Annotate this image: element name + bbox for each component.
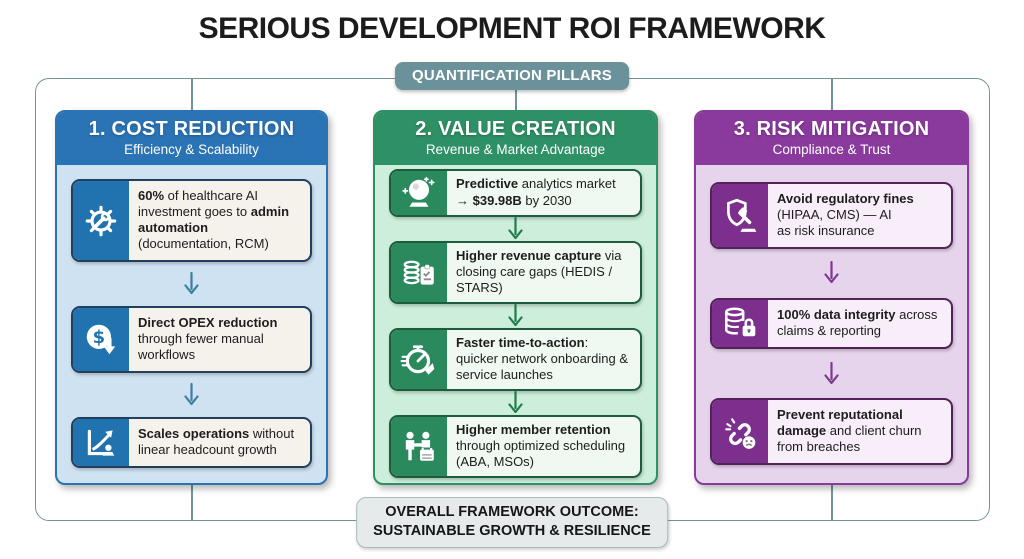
card-text: Predictive analytics market → $39.98B by… bbox=[456, 176, 616, 208]
card-text: Scales operations without linear headcou… bbox=[138, 425, 295, 458]
card-text: Higher revenue capture via closing care … bbox=[456, 247, 622, 296]
arrow-down-icon bbox=[824, 361, 839, 386]
pillar-header: 3. RISK MITIGATION Compliance & Trust bbox=[696, 112, 967, 165]
quantification-pillars-badge: QUANTIFICATION PILLARS bbox=[395, 62, 629, 90]
card: Predictive analytics market → $39.98B by… bbox=[389, 169, 642, 217]
card-text: 100% data integrity across claims & repo… bbox=[777, 306, 938, 338]
arrow-down-icon bbox=[184, 271, 199, 296]
pillar-cost-reduction: 1. COST REDUCTION Efficiency & Scalabili… bbox=[55, 110, 328, 485]
card: Faster time-to-action: quicker network o… bbox=[389, 328, 642, 391]
pillar-subtitle: Compliance & Trust bbox=[772, 142, 891, 157]
card-text: Avoid regulatory fines (HIPAA, CMS) — AI… bbox=[777, 190, 914, 238]
page-title: SERIOUS DEVELOPMENT ROI FRAMEWORK bbox=[198, 12, 826, 45]
crystal-ball-icon bbox=[391, 171, 447, 215]
card-text: Prevent reputational damage and client c… bbox=[777, 407, 922, 455]
pillar-title: 2. VALUE CREATION bbox=[415, 118, 616, 140]
card-text: Faster time-to-action: quicker network o… bbox=[456, 334, 628, 383]
connector-line bbox=[831, 79, 833, 111]
card-text: Direct OPEX reduction through fewer manu… bbox=[138, 314, 278, 363]
card: Scales operations without linear headcou… bbox=[71, 416, 312, 469]
coins-clipboard-icon bbox=[391, 243, 447, 302]
pillar-value-creation: 2. VALUE CREATION Revenue & Market Advan… bbox=[373, 110, 658, 485]
connector-line bbox=[191, 79, 193, 111]
outcome-line2: SUSTAINABLE GROWTH & RESILIENCE bbox=[373, 522, 651, 539]
handshake-calendar-icon bbox=[391, 417, 447, 476]
pillar-subtitle: Efficiency & Scalability bbox=[124, 142, 259, 157]
connector-line bbox=[515, 89, 517, 111]
arrow-down-icon bbox=[508, 216, 523, 241]
outcome-line1: OVERALL FRAMEWORK OUTCOME: bbox=[385, 504, 639, 520]
pillar-body: 60% of healthcare AI investment goes to … bbox=[57, 165, 326, 483]
pillar-subtitle: Revenue & Market Advantage bbox=[425, 142, 606, 157]
broken-link-icon bbox=[712, 400, 768, 464]
shield-gavel-icon bbox=[712, 183, 768, 247]
pillar-title: 1. COST REDUCTION bbox=[88, 118, 295, 140]
card: 60% of healthcare AI investment goes to … bbox=[71, 178, 312, 263]
arrow-down-icon bbox=[508, 303, 523, 328]
pillar-body: Avoid regulatory fines (HIPAA, CMS) — AI… bbox=[696, 165, 967, 483]
growth-chart-icon bbox=[73, 418, 129, 467]
svg-text:$: $ bbox=[93, 327, 105, 348]
gear-wrench-icon bbox=[73, 180, 129, 261]
card: $ Direct OPEX reduction through fewer man… bbox=[71, 305, 312, 374]
card: Higher revenue capture via closing care … bbox=[389, 241, 642, 304]
card-text: 60% of healthcare AI investment goes to … bbox=[138, 187, 290, 252]
pillar-risk-mitigation: 3. RISK MITIGATION Compliance & Trust Av… bbox=[694, 110, 969, 485]
pillar-body: Predictive analytics market → $39.98B by… bbox=[375, 165, 656, 483]
pillar-header: 2. VALUE CREATION Revenue & Market Advan… bbox=[375, 112, 656, 165]
pillar-header: 1. COST REDUCTION Efficiency & Scalabili… bbox=[57, 112, 326, 165]
card: Higher member retention through optimize… bbox=[389, 415, 642, 478]
card: Avoid regulatory fines (HIPAA, CMS) — AI… bbox=[710, 181, 953, 249]
database-lock-icon bbox=[712, 299, 768, 348]
pillar-title: 3. RISK MITIGATION bbox=[733, 118, 930, 140]
outcome-box: OVERALL FRAMEWORK OUTCOME: SUSTAINABLE G… bbox=[356, 497, 668, 548]
connector-line bbox=[831, 483, 833, 521]
dollar-decrease-icon: $ bbox=[73, 307, 129, 372]
arrow-down-icon bbox=[184, 382, 199, 407]
card: Prevent reputational damage and client c… bbox=[710, 398, 953, 466]
connector-line bbox=[191, 483, 193, 521]
stopwatch-rocket-icon bbox=[391, 330, 447, 389]
card-text: Higher member retention through optimize… bbox=[456, 421, 626, 470]
arrow-down-icon bbox=[824, 261, 839, 285]
card: 100% data integrity across claims & repo… bbox=[710, 297, 953, 350]
arrow-down-icon bbox=[508, 390, 523, 415]
